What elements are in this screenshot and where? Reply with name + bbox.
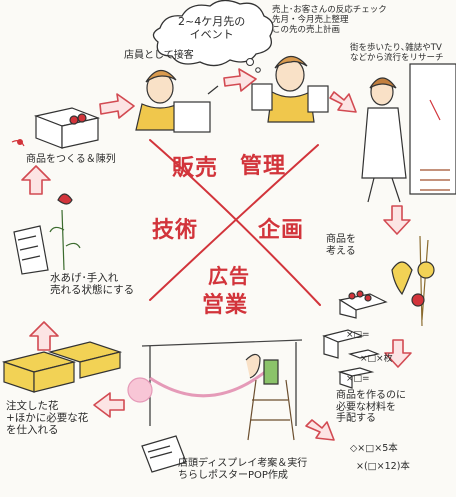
arrow-up-1	[29, 321, 59, 351]
center-label-kanri: 管理	[240, 154, 287, 179]
step-think-products-label: 商品を 考える	[326, 234, 356, 257]
gift-box-illustration	[11, 107, 101, 149]
center-label-kikaku: 企画	[258, 218, 305, 243]
step-research-label: 街を歩いたり､雑誌やTV などから流行をリサーチ	[350, 43, 444, 63]
research-illustration	[361, 63, 456, 203]
center-cross	[149, 139, 321, 306]
step-make-display-label: 商品をつくる＆陳列	[26, 154, 116, 165]
materials-illustration	[322, 329, 381, 389]
arrow-left	[93, 392, 125, 418]
center-label-gijutsu: 技術	[152, 218, 199, 243]
step-display-pop-label: 店頭ディスプレイ考案＆実行 ちらしポスターPOP作成	[178, 458, 308, 481]
center-label-koukoku: 広告	[208, 264, 250, 288]
shopkeeper-illustration	[135, 69, 219, 133]
calc-note-c: ×□=	[346, 374, 370, 384]
calc-note-b: ×□×枚	[360, 354, 393, 364]
event-cloud	[152, 0, 274, 73]
cloud-text: 2~4ケ月先の イベント	[178, 15, 246, 41]
arrow-down-2	[384, 339, 412, 368]
center-label-hanbai: 販売	[172, 156, 219, 181]
step-materials-label: 商品を作るのに 必要な材料を 手配する	[336, 390, 406, 424]
manager-illustration	[251, 55, 329, 123]
calc-note-e: ×(□×12)本	[356, 461, 410, 472]
arrow-right-2	[223, 68, 257, 92]
center-label-eigyou: 営業	[202, 293, 249, 318]
arrow-down-left	[305, 419, 335, 441]
arrow-down-1	[383, 205, 411, 235]
arrow-right-1	[99, 93, 135, 119]
top-note: 売上･お客さんの反応チェック 先月・今月売上整理 この先の売上計画	[272, 5, 387, 35]
flow-arrows	[21, 68, 412, 441]
arrow-right-3	[329, 91, 357, 113]
calc-note-d: ◇×□×5本	[350, 443, 398, 454]
display-illustration	[127, 339, 303, 441]
step-mizuage-label: 水あげ･手入れ 売れる状態にする	[50, 272, 135, 297]
order-illustration	[1, 341, 123, 393]
arrow-up-2	[21, 165, 51, 195]
calc-note-a: ×□=	[346, 330, 370, 340]
arrangement-illustration	[338, 235, 435, 327]
step-serve-label: 店員として接客	[124, 50, 194, 61]
step-order-label: 注文した花 +ほかに必要な花 を仕入れる	[6, 400, 89, 437]
rose-illustration	[13, 193, 81, 275]
flyer-illustration	[141, 435, 187, 473]
